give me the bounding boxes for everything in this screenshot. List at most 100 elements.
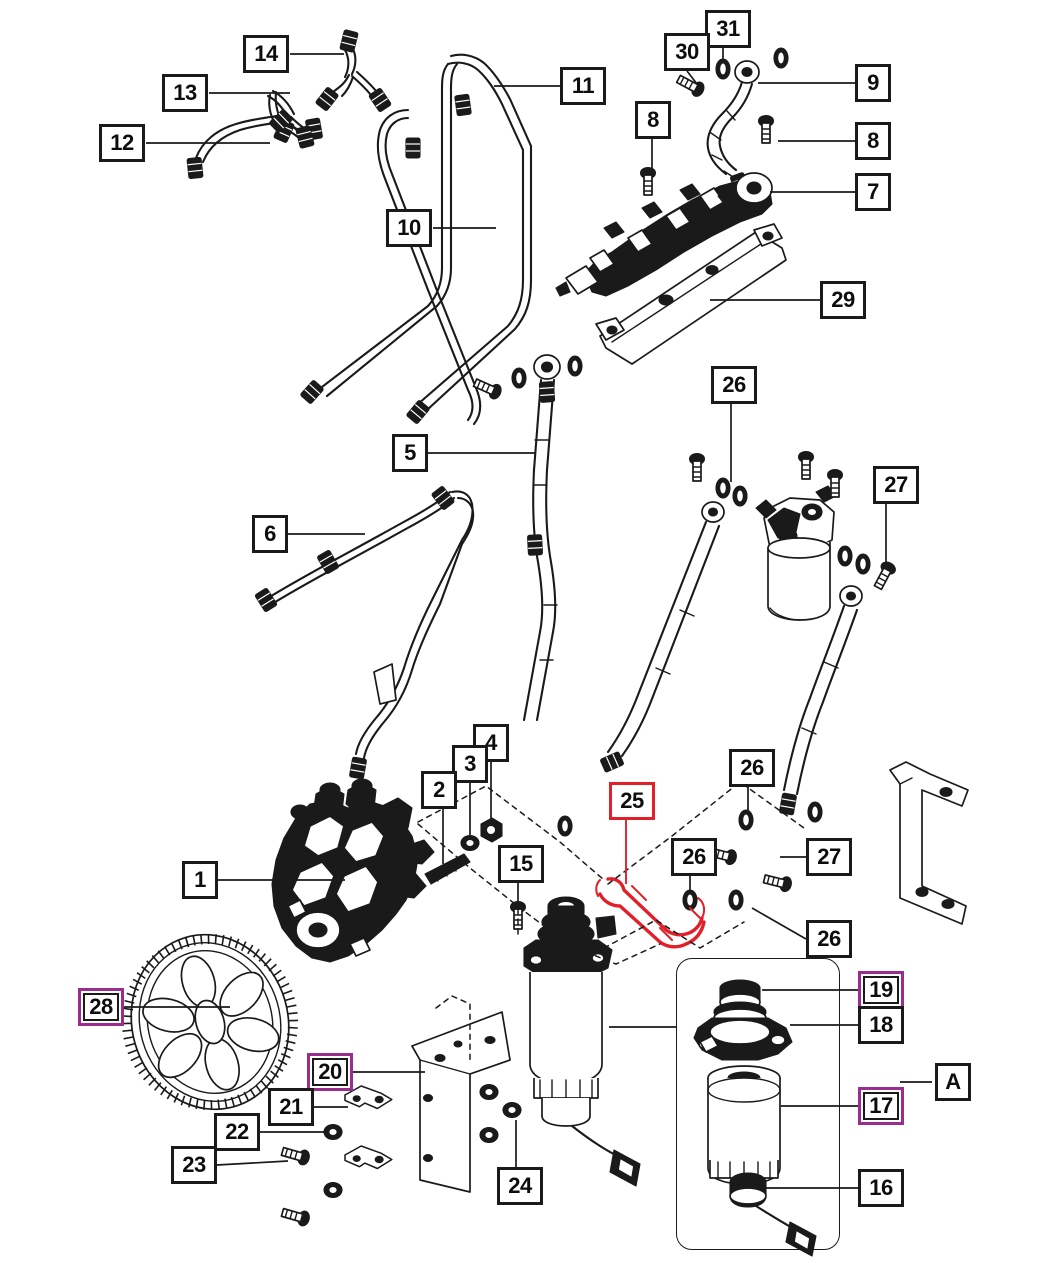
callout-label: 26: [817, 926, 841, 951]
callout-angle-bracket[interactable]: 21: [268, 1088, 314, 1126]
callout-label: 21: [279, 1094, 303, 1119]
part-11-high-pressure-pipe: [299, 53, 533, 425]
callout-label: 8: [647, 107, 659, 132]
callout-label: 5: [404, 440, 416, 465]
callout-hollow-screw[interactable]: 27: [806, 838, 852, 876]
callout-injector-leak-off-pipe[interactable]: 13: [162, 74, 208, 112]
callout-fuel-return-line[interactable]: 6: [252, 515, 288, 553]
callout-label: A: [945, 1069, 961, 1094]
part-1-injection-pump: [271, 778, 435, 963]
callout-high-pressure-pipe[interactable]: 11: [560, 67, 606, 105]
callout-sealing-washer[interactable]: 26: [806, 920, 852, 958]
part-support-bracket: [889, 761, 969, 925]
callout-label: 16: [869, 1175, 893, 1200]
part-14-leakoff-pipe: [314, 29, 392, 113]
callout-mounting-bracket[interactable]: 20: [307, 1053, 353, 1091]
callout-sealing-washer[interactable]: 26: [729, 749, 775, 787]
part-9-fuel-hose: [706, 60, 760, 197]
callout-washer[interactable]: 22: [214, 1113, 260, 1151]
part-lift-pump: [523, 896, 641, 1187]
callout-high-pressure-pipe[interactable]: 10: [386, 209, 432, 247]
callout-sealing-washer[interactable]: 26: [711, 366, 757, 404]
callout-label: 7: [867, 179, 879, 204]
callout-hollow-screw[interactable]: 27: [873, 466, 919, 504]
callout-label: 27: [817, 844, 841, 869]
callout-washer[interactable]: 3: [452, 745, 488, 783]
callout-label: 14: [254, 41, 278, 66]
callout-flange-bolt[interactable]: 8: [855, 122, 891, 160]
callout-flange-bolt[interactable]: 8: [635, 101, 671, 139]
callout-label: 31: [716, 16, 740, 41]
part-28-drive-gear: [121, 933, 299, 1111]
callout-bolt[interactable]: 23: [171, 1146, 217, 1184]
callout-pump-drive-gear[interactable]: 28: [78, 988, 124, 1026]
callout-label: 30: [675, 39, 699, 64]
part-5-fuel-supply-hose: [522, 354, 561, 722]
callout-label: 4: [485, 730, 497, 755]
callout-label: 26: [722, 372, 746, 397]
callout-fuel-return-pipe[interactable]: 12: [99, 124, 145, 162]
callout-label: 13: [173, 80, 197, 105]
callout-fuel-supply-hose[interactable]: 5: [392, 434, 428, 472]
callout-label: 9: [867, 70, 879, 95]
callout-fuel-hose[interactable]: 9: [855, 64, 891, 102]
callout-sealing-washer[interactable]: 26: [671, 838, 717, 876]
part-6-fuel-return-line: [254, 485, 475, 780]
callout-label: 19: [869, 977, 893, 1002]
callout-label: 11: [571, 73, 595, 98]
callout-label: 8: [867, 128, 879, 153]
callout-injection-pump[interactable]: 1: [182, 861, 218, 899]
assembly-guide-lines: [417, 781, 805, 1061]
callout-label: 6: [264, 521, 276, 546]
callout-sealing-washer[interactable]: 31: [705, 10, 751, 48]
callout-label: 17: [869, 1093, 893, 1118]
callout-washer[interactable]: 24: [497, 1167, 543, 1205]
part-4-nut: [480, 817, 503, 843]
callout-label: 10: [397, 215, 421, 240]
part-hose-filter-right: [778, 585, 863, 816]
part-20-mounting-bracket: [411, 1011, 511, 1193]
callout-injector-leak-off-pipe[interactable]: 14: [243, 35, 289, 73]
part-2-stud-bolt: [424, 853, 471, 885]
callout-label: 22: [225, 1119, 249, 1144]
callout-label: 23: [182, 1152, 206, 1177]
part-fuel-filter-assembly: [755, 485, 837, 621]
callout-banjo-bolt[interactable]: 30: [664, 33, 710, 71]
callout-mounting-rail[interactable]: 29: [820, 281, 866, 319]
part-25-fuel-feed-hose-highlight: [595, 877, 706, 949]
callout-label: 24: [508, 1173, 532, 1198]
callout-label: 2: [433, 777, 445, 802]
callout-water-in-fuel-sensor[interactable]: 16: [858, 1169, 904, 1207]
callout-label: 3: [464, 751, 476, 776]
callout-fuel-feed-hose[interactable]: 25: [609, 782, 655, 820]
callout-label: 1: [194, 867, 206, 892]
callout-label: 20: [318, 1059, 342, 1084]
callout-label: 27: [884, 472, 908, 497]
callout-label: 26: [740, 755, 764, 780]
callout-filter-head[interactable]: 18: [858, 1006, 904, 1044]
part-17-fuel-filter-element: [707, 1065, 781, 1185]
callout-fuel-filter-element[interactable]: 17: [858, 1087, 904, 1125]
callout-label: 15: [509, 851, 533, 876]
callout-nut[interactable]: 4: [473, 724, 509, 762]
callout-assembly-group-a[interactable]: A: [935, 1063, 971, 1101]
callout-label: 18: [869, 1012, 893, 1037]
callout-fuel-distributor[interactable]: 7: [855, 173, 891, 211]
callout-label: 29: [831, 287, 855, 312]
callout-label: 12: [110, 130, 134, 155]
callout-label: 25: [620, 788, 644, 813]
callout-stud-bolt[interactable]: 2: [421, 771, 457, 809]
callout-label: 28: [89, 994, 113, 1019]
part-12-return-pipe: [186, 108, 315, 180]
part-16-water-in-fuel-sensor: [729, 1172, 817, 1257]
part-hose-filter-left: [599, 501, 725, 774]
assembly-group-a-panel: [676, 958, 840, 1250]
part-18-filter-head: [693, 1017, 793, 1061]
callout-primer-pump[interactable]: 19: [858, 971, 904, 1009]
callout-label: 26: [682, 844, 706, 869]
part-7-fuel-distributor: [555, 172, 773, 297]
callout-bolt[interactable]: 15: [498, 845, 544, 883]
